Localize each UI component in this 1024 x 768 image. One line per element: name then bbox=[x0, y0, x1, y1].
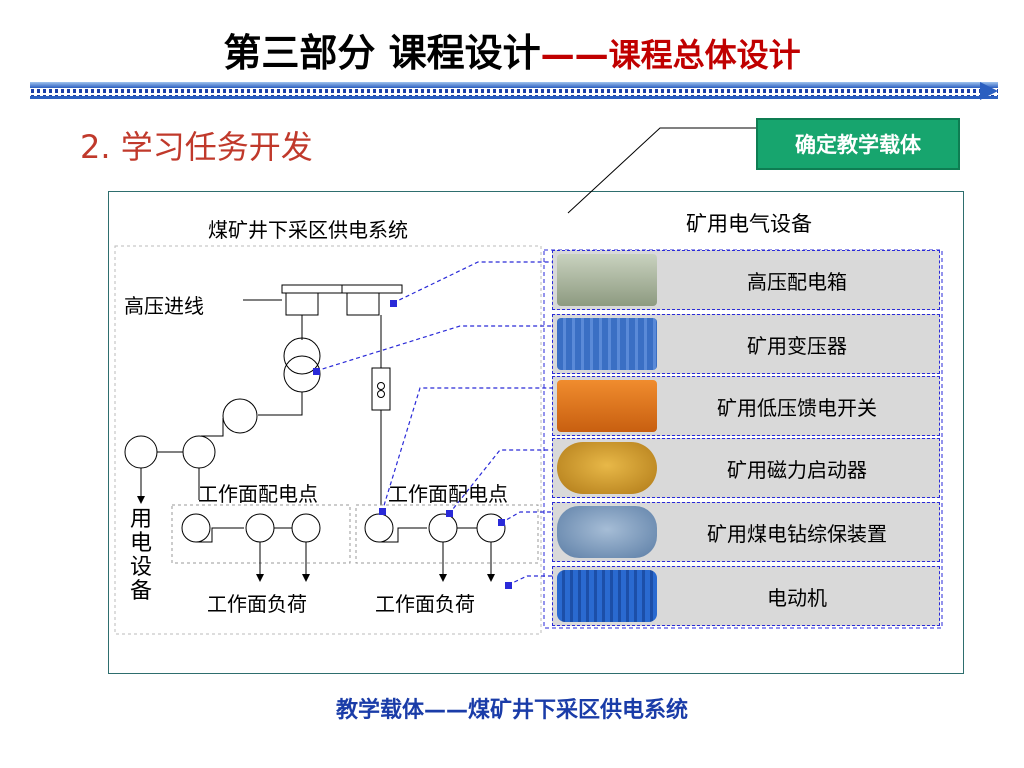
workface-point-left-label: 工作面配电点 bbox=[198, 482, 318, 506]
header-divider bbox=[30, 82, 998, 100]
motor-icon bbox=[557, 570, 657, 622]
title-main: 第三部分 课程设计 bbox=[223, 30, 541, 75]
workface-load-left-label: 工作面负荷 bbox=[207, 592, 307, 616]
equipment-name: 矿用低压馈电开关 bbox=[717, 395, 877, 420]
determine-carrier-button[interactable]: 确定教学载体 bbox=[756, 118, 960, 170]
system-title: 煤矿井下采区供电系统 bbox=[208, 218, 408, 242]
diagram-frame bbox=[108, 191, 964, 674]
workface-point-right-label: 工作面配电点 bbox=[388, 482, 508, 506]
transformer-icon bbox=[557, 318, 657, 370]
equipment-row-feeder-switch: 矿用低压馈电开关 bbox=[552, 376, 940, 436]
equipment-row-motor: 电动机 bbox=[552, 566, 940, 626]
workface-load-right-label: 工作面负荷 bbox=[375, 592, 475, 616]
high-voltage-box-icon bbox=[557, 254, 657, 306]
equipment-row-magnetic-starter: 矿用磁力启动器 bbox=[552, 438, 940, 498]
feeder-switch-icon bbox=[557, 380, 657, 432]
equipment-row-transformer: 矿用变压器 bbox=[552, 314, 940, 374]
equipment-name: 电动机 bbox=[767, 585, 827, 610]
magnetic-starter-icon bbox=[557, 442, 657, 494]
equipment-row-high-voltage-box: 高压配电箱 bbox=[552, 250, 940, 310]
title-dash: —— bbox=[540, 35, 609, 75]
title-sub: 课程总体设计 bbox=[608, 36, 801, 74]
equipment-row-drill-protector: 矿用煤电钻综保装置 bbox=[552, 502, 940, 562]
high-voltage-label: 高压进线 bbox=[124, 294, 204, 318]
drill-protector-icon bbox=[557, 506, 657, 558]
page-caption: 教学载体——煤矿井下采区供电系统 bbox=[335, 698, 688, 723]
page-title: 第三部分 课程设计——课程总体设计 bbox=[0, 22, 1024, 77]
equipment-vertical-label: 用电设备 bbox=[129, 507, 152, 604]
equipment-name: 高压配电箱 bbox=[747, 269, 847, 294]
section-title: 2. 学习任务开发 bbox=[80, 128, 313, 166]
equipment-name: 矿用磁力启动器 bbox=[727, 457, 867, 482]
equipment-name: 矿用变压器 bbox=[747, 333, 847, 358]
equipment-name: 矿用煤电钻综保装置 bbox=[707, 521, 887, 546]
equipment-title: 矿用电气设备 bbox=[686, 212, 812, 236]
